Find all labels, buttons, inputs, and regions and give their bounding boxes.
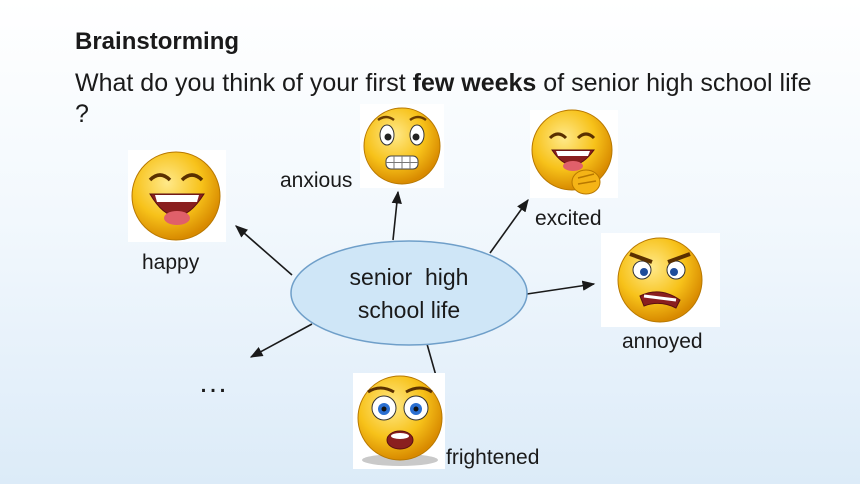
center-ellipse: [290, 240, 528, 346]
anxious-face-icon: [360, 104, 444, 188]
center-label-line1: senior high: [350, 264, 469, 290]
question-part-1: What do you think of your first: [75, 69, 413, 97]
arrow-to-happy: [235, 225, 293, 276]
arrow-to-annoyed: [526, 280, 596, 295]
excited-face-icon: [530, 109, 618, 198]
frightened-face-icon: [353, 373, 445, 469]
question-part-2: of senior high school life ?: [75, 69, 812, 128]
arrow-to-anxious: [391, 190, 402, 241]
label-excited: excited: [535, 207, 602, 230]
arrows: [235, 190, 596, 399]
more-ellipsis: …: [198, 366, 228, 399]
label-annoyed: annoyed: [622, 330, 703, 353]
label-frightened: frightened: [446, 446, 539, 469]
arrow-to-more: [249, 323, 313, 358]
question-emphasis: few weeks: [412, 69, 537, 97]
label-anxious: anxious: [280, 169, 352, 192]
annoyed-face-icon: [601, 233, 720, 327]
question-text: What do you think of your first few week…: [75, 68, 815, 130]
center-label-line2: school life: [358, 297, 460, 323]
arrow-to-excited: [489, 198, 529, 254]
label-happy: happy: [142, 251, 200, 274]
slide-title: Brainstorming: [75, 28, 240, 55]
happy-face-icon: [128, 150, 226, 242]
center-node: senior high school life: [290, 240, 528, 346]
